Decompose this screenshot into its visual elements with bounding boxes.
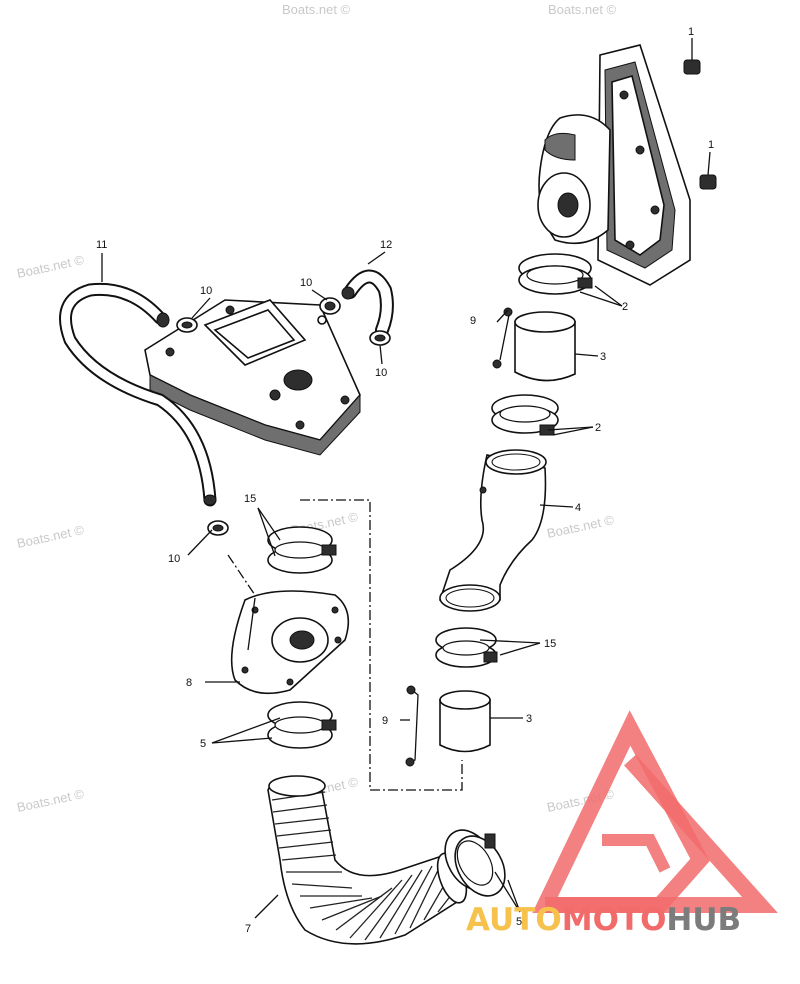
callout-label: 3 [526,713,532,725]
pipe-4 [439,449,547,612]
callout-label: 15 [244,493,256,505]
callout-label: 11 [96,239,107,251]
callout-label: 2 [595,422,601,434]
clip-9-lower [405,685,419,767]
callout-label: 15 [544,638,556,650]
clamp-15-left [267,526,337,574]
callout-label: 7 [245,923,251,935]
automotohub-logo-wordmark: AUTOMOTOHUB [466,902,741,938]
sleeve-3-lower [439,690,491,753]
callout-label: 10 [300,277,312,289]
fitting-1-bottom [699,151,717,190]
watermark-text: Boats.net © [16,252,86,281]
callout-label: 12 [380,239,392,251]
callout-label: 2 [622,301,628,313]
watermark-text: Boats.net © [16,786,86,815]
clamp-2-upper [518,253,593,295]
exhaust-manifold [537,44,691,286]
callout-label: 5 [516,916,522,928]
watermark-text: Boats.net © [548,2,617,17]
logo-part-hub: HUB [666,902,741,938]
exhaust-plate [144,299,361,456]
callout-label: 10 [200,285,212,297]
callout-label: 1 [708,139,714,151]
leader-lines [101,251,623,919]
watermark-text: Boats.net © [16,522,86,551]
callout-label: 9 [382,715,388,727]
callout-label: 8 [186,677,192,689]
watermark-text: Boats.net © [282,2,351,17]
callout-label: 10 [375,367,387,379]
hose-12 [341,269,394,337]
callout-label: 9 [470,315,476,327]
clip-9-upper [492,307,513,369]
callout-label: 10 [168,553,180,565]
clamp-10-c [369,330,391,346]
callout-label: 4 [575,502,581,514]
clamp-15-right [435,627,498,668]
gasket-8 [230,590,350,695]
clamp-5-right [444,829,506,897]
sleeve-3-upper [514,311,576,382]
svg-text:AUTOMOTOHUB: AUTOMOTOHUB [466,902,741,938]
callout-labels: 1 1 2 3 9 2 4 15 3 9 11 12 10 10 10 10 1… [96,26,714,935]
hose-11 [59,282,217,507]
automotohub-logo-mark [532,710,778,913]
clamp-10-b [317,297,341,325]
logo-part-auto: AUTO [466,902,562,938]
watermark-text: Boats.net © [546,512,616,541]
callout-label: 3 [600,351,606,363]
clamp-5-left [267,701,337,749]
clamp-2-lower [491,394,559,436]
fitting-1-top [683,38,701,75]
callout-label: 5 [200,738,206,750]
clamp-10-a [176,317,198,333]
clamp-10-d [207,520,229,536]
callout-label: 1 [688,26,694,38]
bellows-7 [267,775,468,945]
logo-part-moto: MOTO [562,902,667,938]
